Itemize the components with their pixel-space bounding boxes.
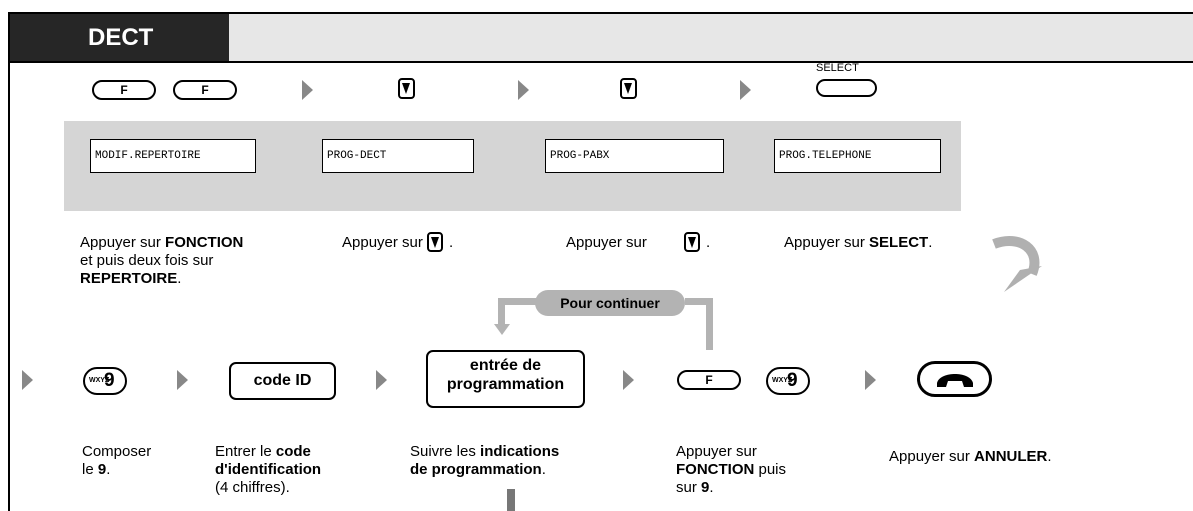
navigator-down-key-icon (427, 232, 443, 252)
arrow-right-icon (302, 80, 313, 100)
loop-line (685, 298, 713, 305)
bottom-step-4-text: Appuyer sur FONCTION puis sur 9. (676, 443, 787, 496)
step-2-text: Appuyer sur (342, 234, 423, 251)
bottom-step-1-text: Composer le 9. (82, 443, 152, 478)
navigator-down-key-icon[interactable] (398, 78, 415, 99)
arrow-right-icon (177, 370, 188, 390)
loop-line (498, 298, 505, 326)
arrow-right-icon (518, 80, 529, 100)
navigator-down-key-icon (684, 232, 700, 252)
function-key-2[interactable]: F (173, 80, 237, 100)
step-1-text: Appuyer sur FONCTION et puis deux fois s… (80, 234, 244, 287)
header-title: DECT (8, 12, 229, 61)
function-key-3[interactable]: F (677, 370, 741, 390)
curved-arrow-icon (992, 235, 1042, 292)
lcd-display-4: PROG.TELEPHONE (774, 139, 941, 173)
select-key-label: SELECT (816, 62, 859, 74)
code-id-button[interactable]: code ID (229, 362, 336, 400)
arrow-right-icon (376, 370, 387, 390)
step-2-period: . (449, 234, 454, 251)
header-divider (8, 61, 1193, 63)
continuation-marker (507, 489, 515, 511)
bottom-step-5-text: Appuyer sur ANNULER. (889, 448, 1052, 465)
step-3-period: . (706, 234, 711, 251)
arrow-right-icon (865, 370, 876, 390)
select-key[interactable] (816, 79, 877, 97)
function-key-1[interactable]: F (92, 80, 156, 100)
arrow-right-icon (22, 370, 33, 390)
bottom-step-2-text: Entrer le code d'identification (4 chiff… (215, 443, 322, 496)
cancel-key[interactable] (917, 361, 992, 397)
handset-icon (937, 374, 973, 387)
continue-badge: Pour continuer (535, 290, 685, 316)
page-frame (8, 12, 1193, 511)
lcd-display-3: PROG-PABX (545, 139, 724, 173)
lcd-display-1: MODIF.REPERTOIRE (90, 139, 256, 173)
loop-arrow-down-icon (494, 324, 510, 335)
loop-line (498, 298, 536, 305)
bottom-step-3-text: Suivre les indications de programmation. (410, 443, 560, 478)
arrow-right-icon (740, 80, 751, 100)
arrow-right-icon (623, 370, 634, 390)
step-3-text: Appuyer sur (566, 234, 647, 251)
loop-line (706, 298, 713, 350)
lcd-display-2: PROG-DECT (322, 139, 474, 173)
navigator-down-key-icon[interactable] (620, 78, 637, 99)
step-4-text: Appuyer sur SELECT. (784, 234, 933, 251)
